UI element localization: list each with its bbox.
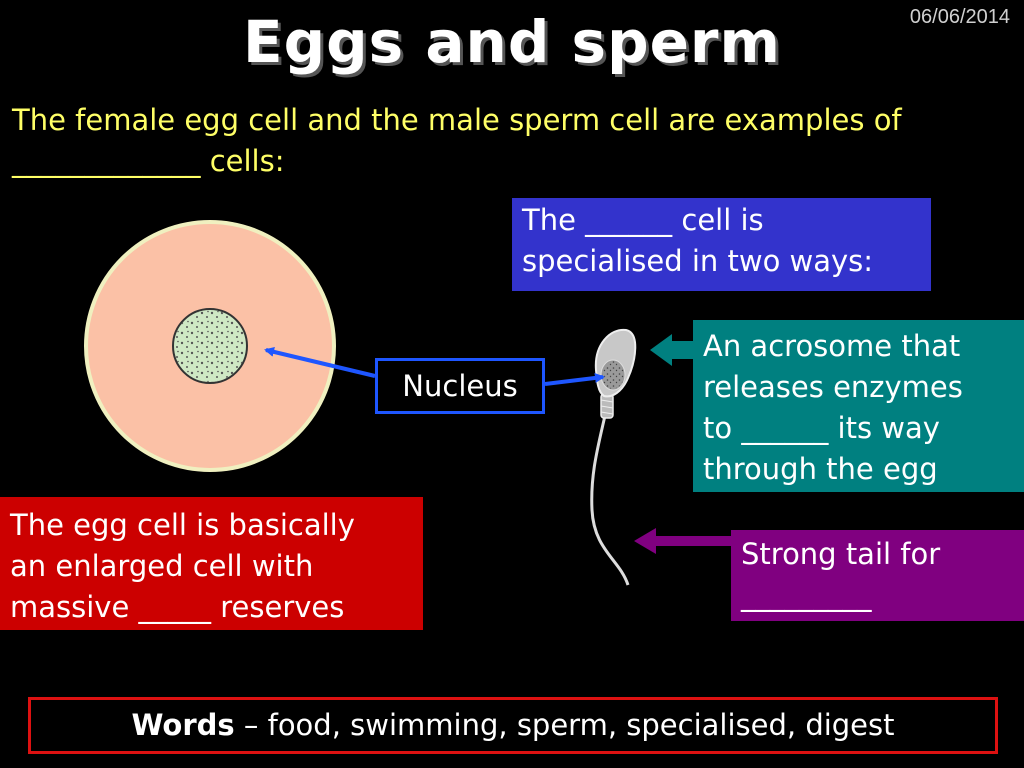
slide-date: 06/06/2014 xyxy=(909,6,1010,28)
acrosome-line-4: through the egg xyxy=(703,452,938,486)
arrow-to-tail xyxy=(634,528,732,554)
acrosome-line-3: to ______ its way xyxy=(703,411,940,445)
intro-line-1: The female egg cell and the male sperm c… xyxy=(12,103,902,137)
sperm-cell-illustration xyxy=(590,328,637,586)
sperm-tail xyxy=(590,401,630,586)
word-bank: Words – food, swimming, sperm, specialis… xyxy=(28,697,998,754)
egg-cell-illustration xyxy=(84,220,336,472)
specialised-cell-box: The ______ cell is specialised in two wa… xyxy=(512,198,931,291)
word-bank-label: Words xyxy=(131,708,235,742)
intro-line-2: _____________ cells: xyxy=(12,144,285,178)
specialised-line-2: specialised in two ways: xyxy=(522,244,874,278)
arrow-to-egg-nucleus xyxy=(264,346,376,378)
egg-line-3: massive _____ reserves xyxy=(10,590,345,624)
word-bank-list: – food, swimming, sperm, specialised, di… xyxy=(243,708,895,742)
acrosome-line-2: releases enzymes xyxy=(703,370,963,404)
egg-cell-box: The egg cell is basically an enlarged ce… xyxy=(0,497,423,630)
slide-title: Eggs and sperm xyxy=(243,8,781,76)
acrosome-box: An acrosome that releases enzymes to ___… xyxy=(693,320,1024,492)
egg-nucleus-texture xyxy=(174,310,246,382)
egg-line-2: an enlarged cell with xyxy=(10,549,314,583)
tail-line-1: Strong tail for xyxy=(741,537,941,571)
tail-box: Strong tail for _________ xyxy=(731,530,1024,621)
arrow-to-acrosome xyxy=(650,334,694,366)
egg-line-1: The egg cell is basically xyxy=(10,508,355,542)
acrosome-line-1: An acrosome that xyxy=(703,329,961,363)
specialised-line-1: The ______ cell is xyxy=(522,203,764,237)
intro-text: The female egg cell and the male sperm c… xyxy=(12,100,1002,182)
tail-line-2: _________ xyxy=(741,578,872,612)
arrow-to-sperm-nucleus xyxy=(544,372,605,386)
nucleus-label: Nucleus xyxy=(375,358,545,414)
